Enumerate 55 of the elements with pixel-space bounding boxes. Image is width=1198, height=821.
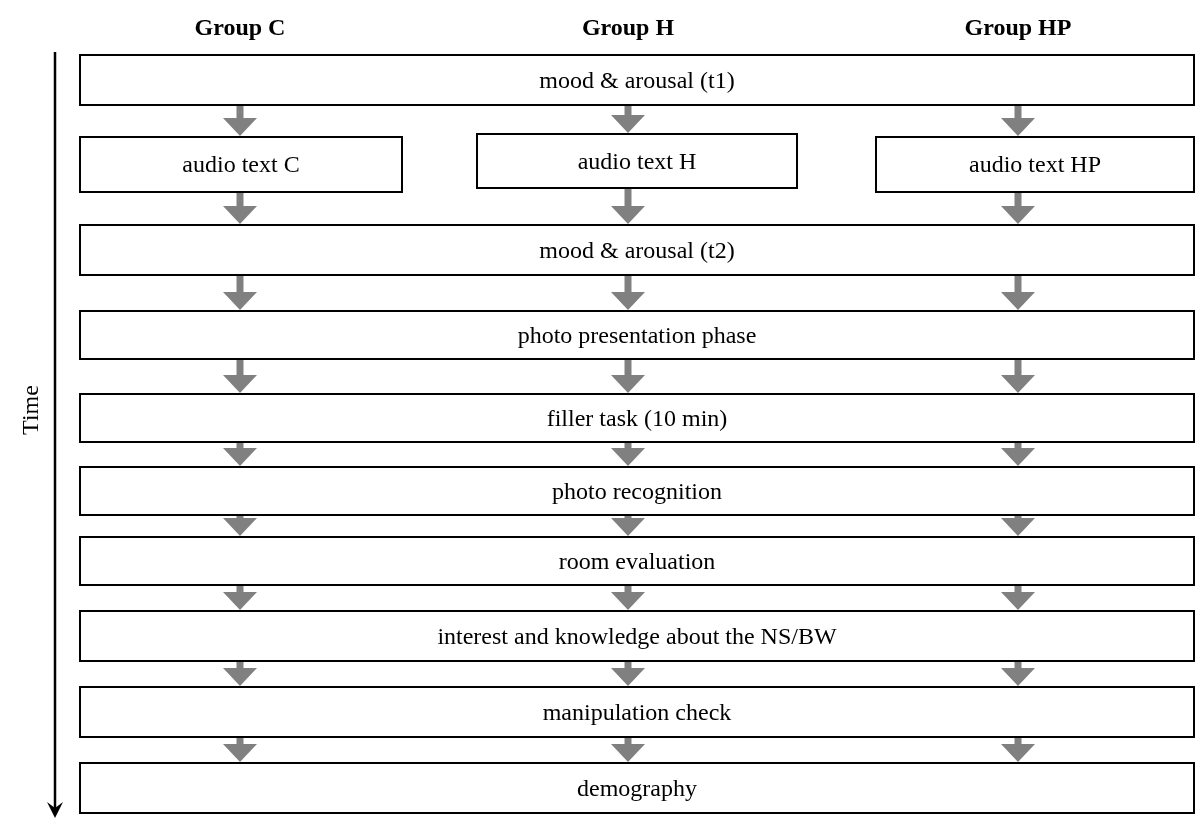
arrow — [611, 516, 645, 536]
step-label: demography — [576, 774, 698, 802]
column-header: Group H — [581, 14, 675, 41]
step-label: audio text HP — [968, 151, 1102, 178]
arrow — [1001, 276, 1035, 310]
arrow — [223, 360, 257, 393]
arrow — [1001, 443, 1035, 466]
arrow — [1001, 193, 1035, 224]
arrow — [1001, 360, 1035, 393]
process-box — [79, 393, 1195, 443]
step-label: audio text C — [181, 151, 301, 178]
process-box — [476, 133, 798, 189]
arrow — [611, 360, 645, 393]
arrow — [1001, 662, 1035, 686]
step-label: photo recognition — [551, 477, 723, 505]
arrow — [611, 276, 645, 310]
process-box — [79, 224, 1195, 276]
arrow — [223, 738, 257, 762]
process-box — [79, 610, 1195, 662]
arrow — [611, 738, 645, 762]
process-box — [79, 54, 1195, 106]
arrow — [611, 662, 645, 686]
arrow — [223, 662, 257, 686]
process-box — [79, 686, 1195, 738]
arrow — [1001, 106, 1035, 136]
column-header: Group HP — [964, 14, 1072, 41]
step-label: audio text H — [576, 147, 698, 175]
arrow — [611, 586, 645, 610]
process-box — [79, 762, 1195, 814]
process-box — [79, 310, 1195, 360]
arrow — [1001, 516, 1035, 536]
process-box — [79, 466, 1195, 516]
arrow — [223, 106, 257, 136]
arrow — [611, 189, 645, 224]
process-box — [79, 136, 403, 193]
process-box — [875, 136, 1195, 193]
step-label: room evaluation — [557, 547, 717, 575]
arrow — [1001, 586, 1035, 610]
step-label: photo presentation phase — [516, 321, 758, 349]
step-label: interest and knowledge about the NS/BW — [436, 622, 838, 650]
arrow — [611, 106, 645, 133]
arrow — [223, 443, 257, 466]
arrow — [611, 443, 645, 466]
process-box — [79, 536, 1195, 586]
step-label: mood & arousal (t2) — [538, 236, 736, 264]
step-label: mood & arousal (t1) — [538, 66, 736, 94]
column-header: Group C — [194, 14, 286, 41]
arrow — [223, 586, 257, 610]
step-label: manipulation check — [541, 698, 733, 726]
arrow — [1001, 738, 1035, 762]
step-label: filler task (10 min) — [545, 404, 729, 432]
arrow — [223, 193, 257, 224]
axis-label: Time — [16, 385, 44, 435]
arrow — [223, 276, 257, 310]
arrow — [223, 516, 257, 536]
